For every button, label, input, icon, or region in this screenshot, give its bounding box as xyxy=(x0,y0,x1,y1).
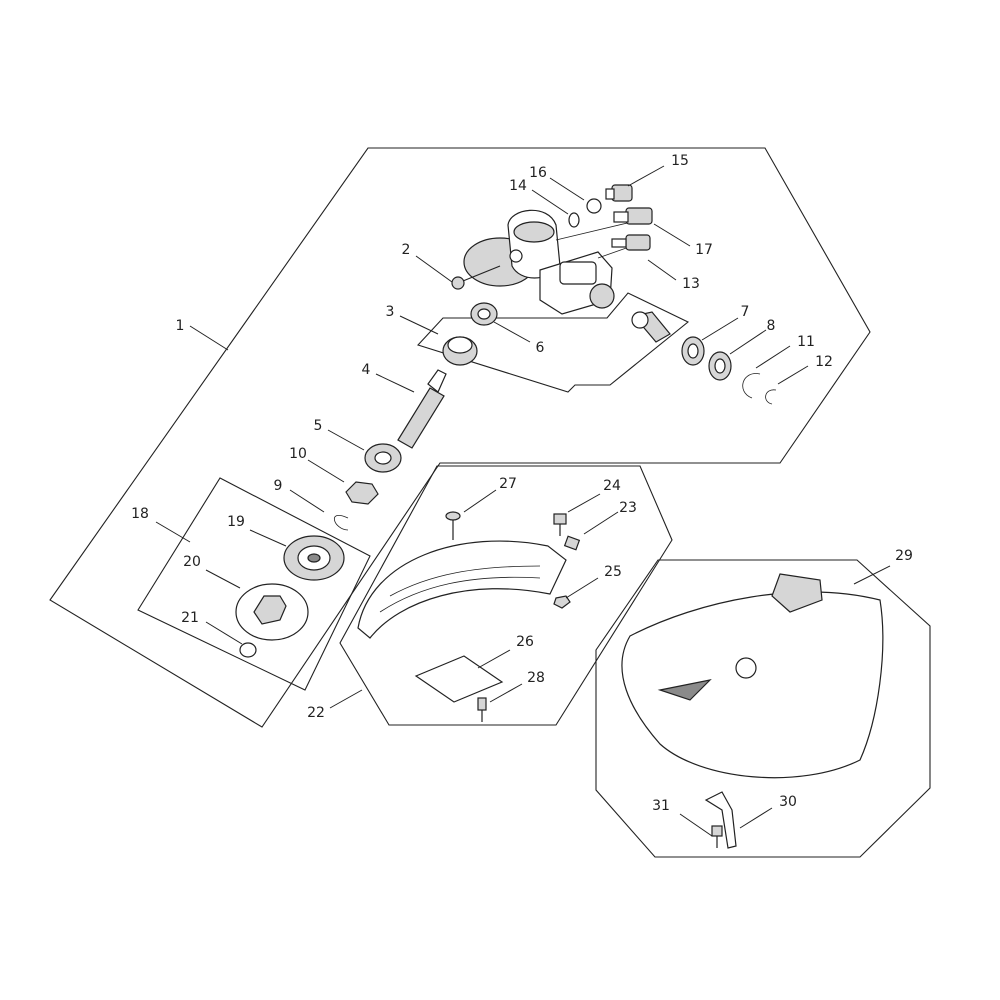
callout-11: 11 xyxy=(797,334,815,350)
plate-26 xyxy=(414,655,504,703)
callout-14: 14 xyxy=(509,178,527,194)
callout-7: 7 xyxy=(741,304,750,320)
circlip-12 xyxy=(765,389,777,405)
callout-1: 1 xyxy=(176,318,185,334)
bearing-6 xyxy=(470,302,498,326)
callout-2: 2 xyxy=(402,242,411,258)
screw-28 xyxy=(477,697,487,722)
leader-lines xyxy=(155,165,891,837)
drive-plate-frame xyxy=(137,477,371,691)
bracket-30 xyxy=(704,791,737,849)
screw-31 xyxy=(711,825,723,848)
callout-13: 13 xyxy=(682,276,700,292)
guard-22 xyxy=(357,540,567,639)
callout-31: 31 xyxy=(652,798,670,814)
pinion-shaft xyxy=(631,311,671,343)
nut-23 xyxy=(563,535,581,551)
circlip-11 xyxy=(742,373,761,399)
callout-12: 12 xyxy=(815,354,833,370)
bolt-13 xyxy=(611,234,651,251)
holder-19 xyxy=(283,535,345,581)
callout-15: 15 xyxy=(671,153,689,169)
callout-6: 6 xyxy=(536,340,545,356)
callout-5: 5 xyxy=(314,418,323,434)
o-ring-21 xyxy=(239,642,257,658)
callout-27: 27 xyxy=(499,476,517,492)
callout-23: 23 xyxy=(619,500,637,516)
plug-15 xyxy=(605,184,633,202)
guard-29 xyxy=(621,573,884,779)
callout-10: 10 xyxy=(289,446,307,462)
bolt-17 xyxy=(613,207,653,225)
callout-22: 22 xyxy=(307,705,325,721)
callout-21: 21 xyxy=(181,610,199,626)
bolt-24 xyxy=(553,513,567,536)
bearing-7 xyxy=(681,336,705,366)
washer-14 xyxy=(568,212,580,228)
callout-30: 30 xyxy=(779,794,797,810)
callout-24: 24 xyxy=(603,478,621,494)
callout-16: 16 xyxy=(529,165,547,181)
callout-28: 28 xyxy=(527,670,545,686)
callout-25: 25 xyxy=(604,564,622,580)
callout-26: 26 xyxy=(516,634,534,650)
circlip-9 xyxy=(334,515,349,531)
guard-frame xyxy=(595,559,931,858)
screw-2 xyxy=(451,265,501,290)
washer-16 xyxy=(586,198,602,214)
callout-8: 8 xyxy=(767,318,776,334)
callout-29: 29 xyxy=(895,548,913,564)
callout-20: 20 xyxy=(183,554,201,570)
nut-25 xyxy=(553,595,571,609)
guard-kit-frame xyxy=(339,465,673,726)
bearing-5 xyxy=(364,443,402,473)
callout-18: 18 xyxy=(131,506,149,522)
callout-3: 3 xyxy=(386,304,395,320)
callout-9: 9 xyxy=(274,478,283,494)
screw-27 xyxy=(445,511,461,540)
gearcase-housing xyxy=(463,209,641,315)
bearing-8 xyxy=(708,351,732,381)
plate-20 xyxy=(235,583,309,641)
gear-3 xyxy=(442,336,478,366)
output-shaft-4 xyxy=(397,369,447,449)
callout-4: 4 xyxy=(362,362,371,378)
gearcase-assembly-frame xyxy=(49,147,871,728)
callout-17: 17 xyxy=(695,242,713,258)
gear-subassembly-frame xyxy=(417,292,690,393)
callout-19: 19 xyxy=(227,514,245,530)
washer-10 xyxy=(345,481,379,505)
